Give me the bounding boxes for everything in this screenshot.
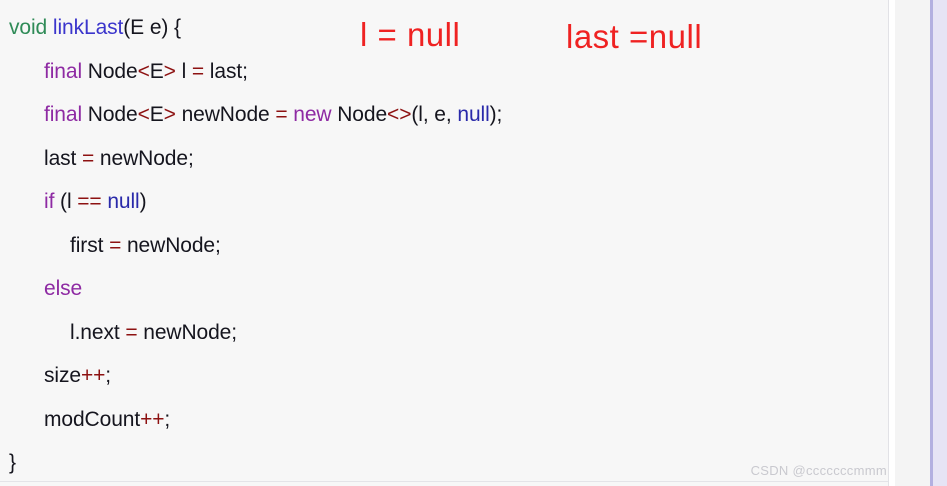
code-token-plain: }: [9, 451, 16, 474]
code-token-plain: last;: [204, 59, 248, 83]
code-line: }: [0, 441, 889, 485]
code-line: final Node<E> newNode = new Node<>(l, e,…: [0, 93, 889, 137]
code-token-plain: l: [175, 59, 192, 83]
code-token-plain: newNode: [175, 103, 276, 126]
code-token-plain: );: [489, 103, 503, 126]
code-token-plain: Node: [82, 59, 138, 83]
content-right-border: [888, 0, 889, 486]
content-edge-gap: [889, 0, 895, 486]
annotation-last-null: last =null: [566, 18, 703, 55]
code-token-type: void: [9, 16, 48, 39]
code-token-op: <: [137, 103, 150, 126]
code-line: last = newNode;: [0, 137, 889, 181]
code-token-plain: ;: [105, 364, 112, 387]
code-token-op: =: [82, 146, 95, 170]
csdn-watermark: CSDN @cccccccmmm: [750, 463, 887, 478]
code-token-keyword: else: [44, 277, 83, 300]
code-token-plain: E: [149, 59, 164, 83]
code-token-plain: modCount: [44, 407, 141, 431]
code-token-null: null: [457, 103, 490, 126]
code-token-plain: (E e) {: [123, 16, 181, 39]
code-token-plain: Node: [82, 103, 138, 126]
annotation-l-null: l = null: [360, 16, 461, 53]
code-token-op: =: [191, 59, 205, 83]
code-token-plain: ): [139, 190, 147, 213]
code-token-plain: (l, e,: [411, 103, 458, 126]
code-token-plain: ;: [164, 407, 171, 431]
code-token-op: >: [163, 103, 176, 126]
code-line: first = newNode;: [0, 224, 889, 268]
code-token-keyword: final: [44, 103, 83, 126]
code-token-plain: newNode;: [121, 233, 221, 257]
vertical-scrollbar-track[interactable]: [895, 0, 930, 486]
code-token-op: >: [163, 59, 176, 83]
code-token-plain: size: [44, 364, 81, 387]
code-line: modCount++;: [0, 398, 889, 442]
code-token-op: ++: [140, 407, 165, 431]
code-token-op: <: [137, 59, 150, 83]
code-line: if (l == null): [0, 180, 889, 224]
code-token-plain: Node: [331, 103, 388, 126]
code-block: void linkLast(E e) {final Node<E> l = la…: [0, 6, 889, 485]
code-token-op: =: [125, 320, 138, 344]
code-token-plain: first: [70, 233, 110, 257]
code-token-op: ==: [77, 190, 102, 213]
right-side-panel: [933, 0, 947, 486]
code-token-op: =: [109, 233, 122, 257]
code-token-plain: E: [149, 103, 164, 126]
code-line: size++;: [0, 354, 889, 398]
code-token-op: =: [275, 103, 288, 126]
content-bottom-divider: [0, 481, 889, 482]
code-token-plain: (l: [54, 190, 78, 213]
code-line: void linkLast(E e) {: [0, 6, 889, 50]
code-token-plain: newNode;: [94, 146, 194, 170]
code-token-keyword: new: [293, 103, 332, 126]
code-line: l.next = newNode;: [0, 311, 889, 355]
code-viewer: void linkLast(E e) {final Node<E> l = la…: [0, 6, 889, 485]
code-line: final Node<E> l = last;: [0, 50, 889, 94]
code-token-plain: l.next: [70, 320, 126, 344]
code-token-method: linkLast: [52, 16, 124, 39]
code-token-keyword: if: [44, 190, 55, 213]
code-token-null: null: [107, 190, 140, 213]
code-token-plain: last: [44, 146, 83, 170]
code-token-op: ++: [80, 364, 106, 387]
code-token-keyword: final: [44, 59, 83, 83]
code-token-plain: newNode;: [137, 320, 237, 344]
code-token-op: <>: [387, 103, 412, 126]
code-line: else: [0, 267, 889, 311]
panel-divider: [930, 0, 933, 486]
